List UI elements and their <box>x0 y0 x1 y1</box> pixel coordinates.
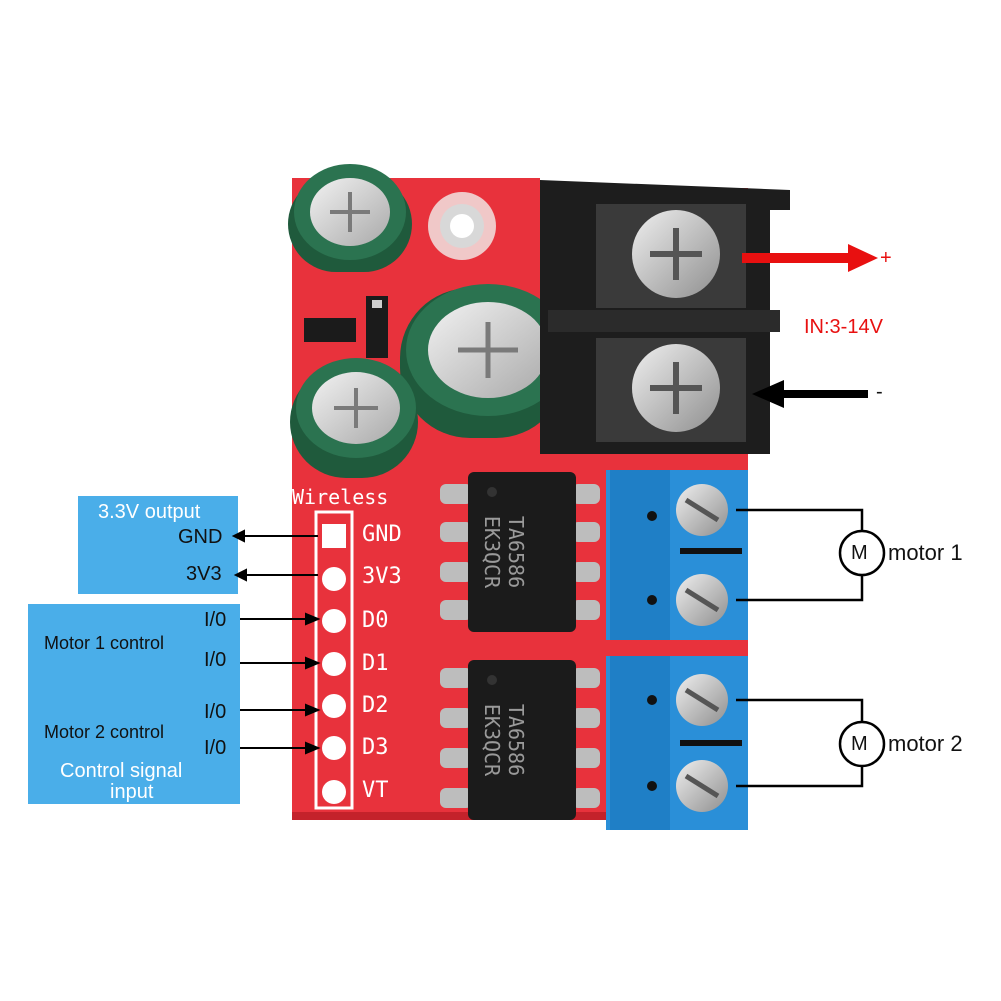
chip-1-body <box>468 472 576 632</box>
silk-pin-d2: D2 <box>362 693 389 718</box>
chip-2-legs <box>440 668 600 808</box>
output-panel-gnd: GND <box>178 526 223 548</box>
chip-2-marking-2: EK3QCR <box>480 703 505 777</box>
control-signal-line2: input <box>110 781 154 803</box>
header-outline <box>314 510 354 810</box>
silk-pin-gnd: GND <box>362 522 402 547</box>
motor-1-label: motor 1 <box>888 540 963 565</box>
chip-1-dot <box>487 487 497 497</box>
control-io-4: I/0 <box>204 737 227 759</box>
motor-2-label: motor 2 <box>888 731 963 756</box>
chip-1-marking-1: TA6586 <box>504 515 529 589</box>
minus-arrow <box>752 380 868 408</box>
mounting-hole <box>428 192 496 260</box>
silk-pin-vt: VT <box>362 778 389 803</box>
chip-1-marking-2: EK3QCR <box>480 515 505 589</box>
silk-title: Wireless <box>292 485 389 509</box>
output-panel <box>78 496 238 594</box>
smd-diode <box>366 296 388 358</box>
control-io-3: I/0 <box>204 701 227 723</box>
smd-regulator <box>304 318 356 342</box>
smd-diode-pad <box>372 300 382 308</box>
output-panel-3v3: 3V3 <box>186 563 222 585</box>
silk-pin-d3: D3 <box>362 735 389 760</box>
capacitor-2 <box>400 284 570 438</box>
chip-2-marking-1: TA6586 <box>504 703 529 777</box>
capacitor-3 <box>290 358 418 478</box>
chip-2-body <box>468 660 576 820</box>
control-panel <box>28 604 240 804</box>
plus-arrow <box>742 244 878 272</box>
chip-2-dot <box>487 675 497 685</box>
motor-2-wiring <box>736 698 886 788</box>
plus-label: + <box>880 247 892 269</box>
control-motor2: Motor 2 control <box>44 722 165 742</box>
control-io-2: I/0 <box>204 649 227 671</box>
control-io-1: I/0 <box>204 609 227 631</box>
header-pins <box>322 524 346 804</box>
chip-1-legs <box>440 484 600 620</box>
silk-pin-d1: D1 <box>362 651 389 676</box>
motor-2-symbol: M <box>851 733 868 755</box>
motor-terminal-1 <box>606 470 748 640</box>
capacitor-1 <box>288 164 412 272</box>
motor-terminal-2 <box>606 656 748 830</box>
input-voltage-label: IN:3-14V <box>804 316 883 338</box>
silk-pin-3v3: 3V3 <box>362 564 402 589</box>
control-signal-line1: Control signal <box>60 760 183 782</box>
output-panel-title: 3.3V output <box>98 501 201 523</box>
minus-label: - <box>876 381 883 403</box>
motor-1-symbol: M <box>851 542 868 564</box>
control-motor1: Motor 1 control <box>44 633 165 653</box>
power-terminal <box>540 180 790 454</box>
motor-1-wiring <box>736 508 886 602</box>
silk-pin-d0: D0 <box>362 608 389 633</box>
